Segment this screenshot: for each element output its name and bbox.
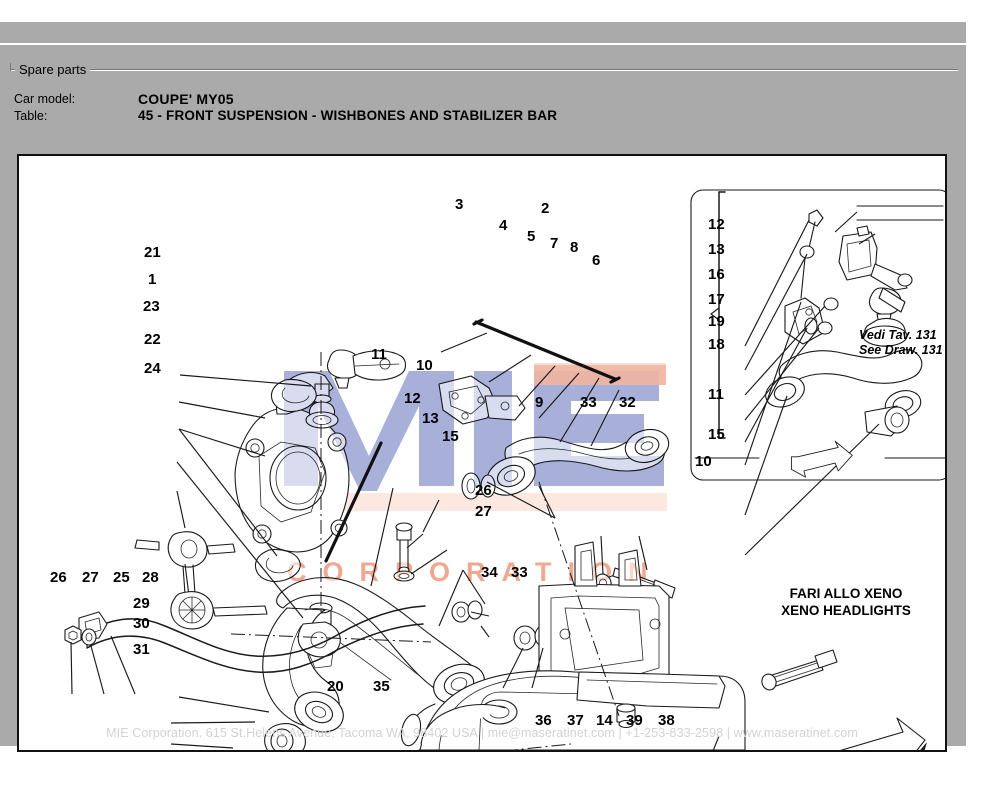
car-model-row: Car model: COUPE' MY05	[14, 91, 944, 109]
spare-parts-groupbox: Spare parts	[10, 49, 958, 749]
direction-arrow-main	[840, 717, 927, 750]
groupbox-border-dark	[10, 69, 958, 70]
callout-6-11: 6	[592, 252, 601, 269]
bolt-right-long	[761, 649, 838, 691]
callout-22-3: 22	[144, 331, 161, 348]
inset-callout-12-0: 12	[708, 216, 725, 233]
inset-callout-18-5: 18	[708, 336, 725, 353]
callout-29-28: 29	[133, 595, 150, 612]
callout-28-27: 28	[142, 569, 159, 586]
callout-30-29: 30	[133, 615, 150, 632]
inset-callout-16-2: 16	[708, 266, 725, 283]
table-label: Table:	[14, 109, 48, 123]
callout-35-32: 35	[373, 678, 390, 695]
groupbox-left-tick	[10, 63, 11, 71]
callout-12-14: 12	[404, 390, 421, 407]
callout-39-36: 39	[626, 712, 643, 729]
upper-control-arm	[438, 375, 670, 500]
callout-24-4: 24	[144, 360, 161, 377]
table-value: 45 - FRONT SUSPENSION - WISHBONES AND ST…	[138, 108, 558, 123]
callout-1-1: 1	[148, 271, 157, 288]
callout-4-7: 4	[499, 217, 508, 234]
stabilizer-link	[134, 531, 268, 630]
diagram-panel: CORPORATION .ln{fill:none;stroke:#1a1a1a…	[17, 154, 947, 752]
callout-3-5: 3	[455, 196, 464, 213]
inset-callout-11-6: 11	[708, 386, 724, 403]
callout-31-30: 31	[133, 641, 150, 658]
direction-arrow-inset	[791, 440, 853, 478]
subframe	[400, 541, 746, 750]
callout-27-21: 27	[475, 503, 492, 520]
callout-34-22: 34	[481, 564, 498, 581]
technical-drawing: CORPORATION .ln{fill:none;stroke:#1a1a1a…	[19, 156, 945, 750]
car-model-value: COUPE' MY05	[138, 91, 234, 107]
callout-37-34: 37	[567, 712, 584, 729]
inset-callout-17-3: 17	[708, 291, 725, 308]
callout-38-37: 38	[658, 712, 675, 729]
callout-21-0: 21	[144, 244, 161, 261]
inset-callout-13-1: 13	[708, 241, 725, 258]
callout-33-18: 33	[580, 394, 597, 411]
car-model-label: Car model:	[14, 92, 76, 106]
callout-26-24: 26	[50, 569, 67, 586]
callout-27-25: 27	[82, 569, 99, 586]
callout-23-2: 23	[143, 298, 160, 315]
groupbox-border-light	[10, 70, 958, 71]
table-row-info: Table: 45 - FRONT SUSPENSION - WISHBONES…	[14, 108, 944, 126]
inset-caption-it: FARI ALLO XENO	[789, 586, 903, 601]
window-separator	[0, 43, 966, 45]
groupbox-label: Spare parts	[15, 61, 91, 78]
window-top-strip	[0, 22, 966, 43]
inset-caption-en: XENO HEADLIGHTS	[781, 603, 911, 618]
vedi-tav-it: Vedi Tav. 131	[859, 328, 937, 342]
stabilizer-bar	[64, 605, 426, 673]
inset-leader-lines	[744, 219, 880, 556]
footer-contact: MIE Corporation. 615 St.Helens Avenue, T…	[106, 726, 858, 740]
callout-13-15: 13	[422, 410, 439, 427]
callout-26-20: 26	[475, 482, 492, 499]
see-draw-reference: See Draw. 131	[859, 343, 943, 358]
callout-10-13: 10	[416, 357, 433, 374]
xenon-inset-box	[690, 189, 945, 556]
callout-15-16: 15	[442, 428, 459, 445]
inset-callout-19-4: 19	[708, 313, 725, 330]
callout-9-17: 9	[535, 394, 544, 411]
callout-25-26: 25	[113, 569, 130, 586]
callout-8-10: 8	[570, 239, 579, 256]
inset-bracket-label: 10	[695, 453, 712, 470]
callout-33-23: 33	[511, 564, 528, 581]
document-info: Car model: COUPE' MY05 Table: 45 - FRONT…	[14, 91, 944, 126]
callout-14-35: 14	[596, 712, 613, 729]
callout-2-6: 2	[541, 200, 550, 217]
window-chrome: Spare parts Car model: COUPE' MY05 Table…	[0, 22, 966, 752]
vedi-tav-reference: Vedi Tav. 131	[859, 328, 937, 343]
inset-callout-15-7: 15	[708, 426, 725, 443]
callout-5-8: 5	[527, 228, 536, 245]
callout-7-9: 7	[550, 235, 559, 252]
callout-32-19: 32	[619, 394, 636, 411]
callout-11-12: 11	[371, 346, 387, 363]
callout-20-31: 20	[327, 678, 344, 695]
see-draw-en: See Draw. 131	[859, 343, 943, 357]
callout-36-33: 36	[535, 712, 552, 729]
